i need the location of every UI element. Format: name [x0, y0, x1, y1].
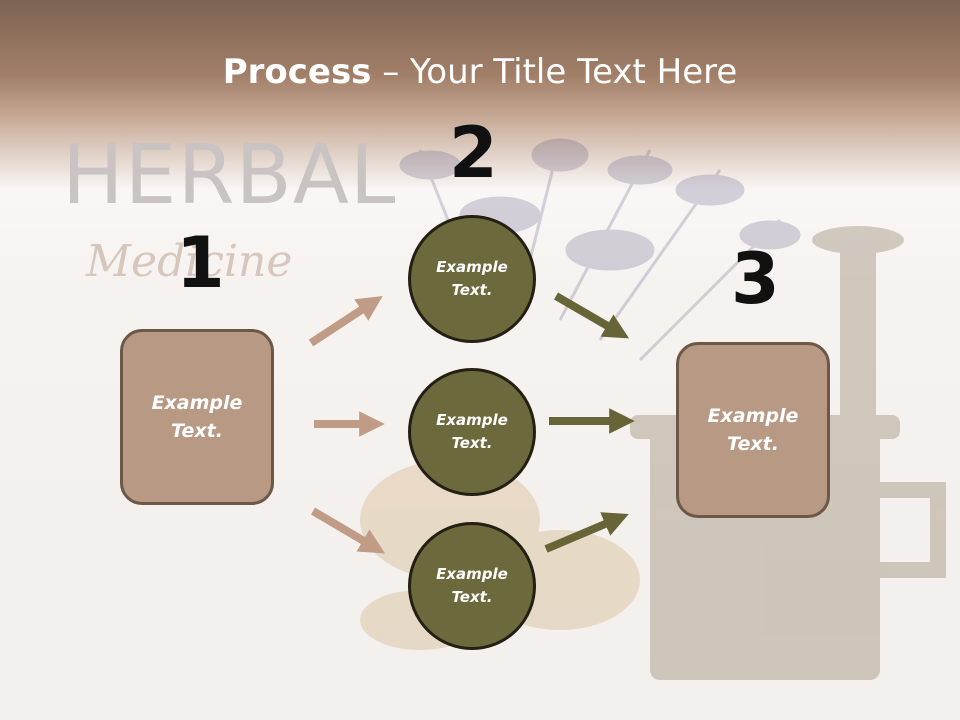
circle-bottom-text: Example Text. [436, 564, 508, 606]
step-3-text: Example Text. [707, 404, 799, 456]
step-number-3: 3 [731, 238, 780, 320]
step-number-2: 2 [449, 112, 498, 194]
arrow-1-to-bottom [310, 507, 386, 554]
circle-top-text: Example Text. [436, 257, 508, 299]
arrow-1-to-top [308, 295, 383, 347]
circle-middle-text: Example Text. [436, 410, 508, 452]
title-bar [0, 0, 960, 190]
arrow-top-to-3 [553, 292, 630, 339]
background-herbal-text: HERBAL [62, 128, 397, 223]
background-medicine-text: Medicine [86, 236, 293, 287]
step-1-text: Example Text. [151, 391, 243, 443]
slide-title: Process – Your Title Text Here [0, 52, 960, 92]
circle-middle[interactable]: Example Text. [408, 368, 536, 496]
step-3-box[interactable]: Example Text. [676, 342, 830, 518]
title-bold: Process [222, 52, 372, 92]
arrow-bottom-to-3 [544, 512, 629, 553]
circle-bottom[interactable]: Example Text. [408, 522, 536, 650]
title-rest: – Your Title Text Here [371, 52, 738, 92]
circle-top[interactable]: Example Text. [408, 215, 536, 343]
step-1-box[interactable]: Example Text. [120, 329, 274, 505]
step-number-1: 1 [176, 222, 225, 304]
